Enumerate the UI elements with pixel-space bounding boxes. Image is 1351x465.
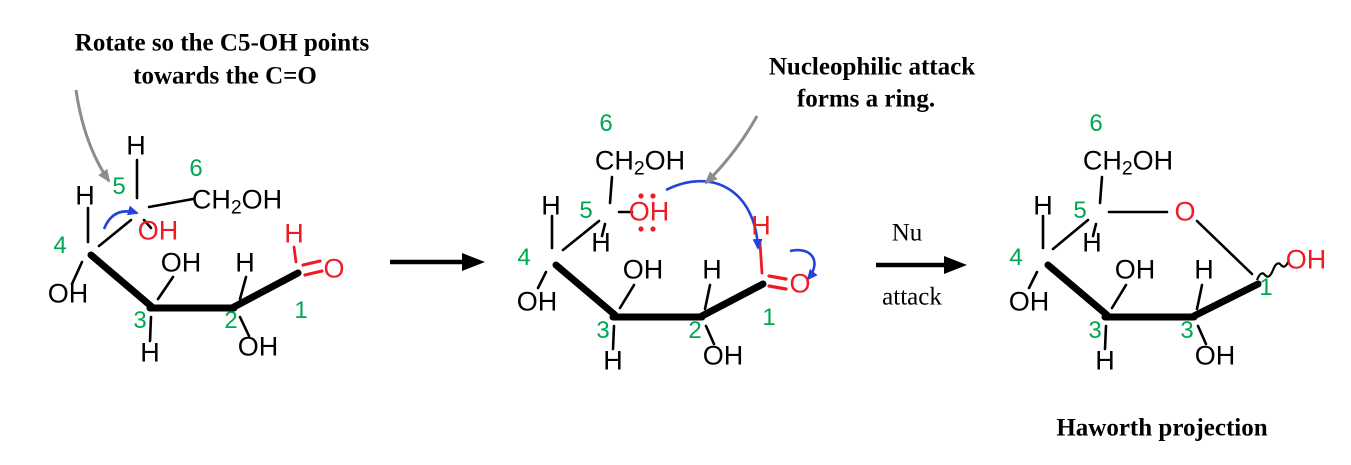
m1-ch2oh-ch: CH xyxy=(191,184,231,215)
m2-c3-h-bottom-label: H xyxy=(603,345,623,376)
m1-c4-h-top-label: H xyxy=(75,180,95,211)
m1-carbon-number-1: 1 xyxy=(294,297,308,324)
m1-carbon-number-4: 4 xyxy=(53,232,67,259)
m2-c4-h-top-label: H xyxy=(541,190,561,221)
m3-carbon-number-4: 4 xyxy=(1009,244,1023,271)
m1-ch2oh-oh: OH xyxy=(241,184,283,215)
m3-ch2oh-ch: CH xyxy=(1082,145,1122,176)
m3-c4-oh-bottom-label: OH xyxy=(1008,286,1050,317)
m1-c5-h-top-label: H xyxy=(126,130,146,161)
anomeric-wavy-bond xyxy=(1255,259,1291,281)
m3-anomeric-oh-label: OH xyxy=(1285,244,1327,275)
rotation-arrow xyxy=(102,205,139,230)
m2-carbon-number-3: 3 xyxy=(596,317,610,344)
m3-carbon-number-5: 5 xyxy=(1073,197,1087,224)
m2-carbon-number-4: 4 xyxy=(517,244,531,271)
m1-c3-oh-top-label: OH xyxy=(160,247,202,278)
m2-c3-oh-top-label: OH xyxy=(622,254,664,285)
haworth-caption: Haworth projection xyxy=(1056,414,1268,442)
rotate-annotation-line1: Rotate so the C5-OH points xyxy=(74,29,370,57)
annotation-arrow-rotate xyxy=(74,89,111,183)
m2-carbon-number-1: 1 xyxy=(762,304,776,331)
lone-pair-dots xyxy=(638,193,656,232)
m3-c2-h-top-label: H xyxy=(1194,254,1214,285)
m3-c3-h-bottom-label: H xyxy=(1095,345,1115,376)
m2-c5-oh-label: OH xyxy=(628,196,670,227)
m2-ch2oh-oh: OH xyxy=(644,145,686,176)
m1-aldehyde-o-label: O xyxy=(323,253,345,284)
nucleophilic-attack-arrow xyxy=(665,179,763,250)
m2-ch2oh-subscript: 2 xyxy=(633,157,645,180)
rotate-annotation-line2: towards the C=O xyxy=(133,62,317,90)
m1-c5-oh-label: OH xyxy=(137,215,179,246)
m1-ch2oh-label: CH2OH xyxy=(191,184,283,218)
nu-label: Nu xyxy=(891,219,923,247)
m2-carbon-number-5: 5 xyxy=(579,197,593,224)
pi-electron-arrow xyxy=(789,248,818,281)
m3-carbon-number-3: 3 xyxy=(1088,317,1102,344)
m3-c5-h-bottom-label: H xyxy=(1082,227,1102,258)
m3-ch2oh-oh: OH xyxy=(1132,145,1174,176)
m1-c3-h-bottom-label: H xyxy=(140,337,160,368)
nucleophilic-annotation-line2: forms a ring. xyxy=(796,85,936,113)
m2-carbon-number-6: 6 xyxy=(599,110,613,137)
m2-aldehyde-o-label: O xyxy=(789,268,811,299)
m2-aldehyde-h-label: H xyxy=(751,210,771,241)
attack-label: attack xyxy=(882,283,942,311)
m3-carbon-number-6: 6 xyxy=(1089,110,1103,137)
m1-carbon-number-6: 6 xyxy=(189,155,203,182)
m3-ch2oh-subscript: 2 xyxy=(1121,157,1133,180)
m1-carbon-number-3: 3 xyxy=(133,307,147,334)
m1-carbon-number-2: 2 xyxy=(224,307,238,334)
m1-c2-h-top-label: H xyxy=(235,247,255,278)
m3-carbon-number-2: 3 xyxy=(1180,317,1194,344)
m2-c5-h-bottom-label: H xyxy=(591,227,611,258)
m2-c2-oh-bottom-label: OH xyxy=(702,340,744,371)
m2-c4-oh-bottom-label: OH xyxy=(516,286,558,317)
m3-c3-oh-top-label: OH xyxy=(1114,254,1156,285)
m2-carbon-number-2: 2 xyxy=(688,317,702,344)
m1-carbon-number-5: 5 xyxy=(112,173,126,200)
m3-ch2oh-label: CH2OH xyxy=(1082,145,1174,179)
m1-c4-oh-bottom-label: OH xyxy=(47,278,89,309)
m1-bonds xyxy=(70,158,324,343)
m3-carbon-number-1: 1 xyxy=(1259,274,1273,301)
m2-ch2oh-label: CH2OH xyxy=(594,145,686,179)
m1-c2-oh-bottom-label: OH xyxy=(237,331,279,362)
m3-c4-h-top-label: H xyxy=(1033,190,1053,221)
m2-c2-h-top-label: H xyxy=(702,254,722,285)
m1-aldehyde-h-label: H xyxy=(284,218,304,249)
m3-c2-oh-bottom-label: OH xyxy=(1194,340,1236,371)
m2-bonds xyxy=(536,175,788,351)
m2-ch2oh-ch: CH xyxy=(594,145,634,176)
m1-ch2oh-subscript: 2 xyxy=(230,196,242,219)
m3-bonds xyxy=(1027,175,1291,351)
nucleophilic-annotation-line1: Nucleophilic attack xyxy=(768,53,976,81)
annotation-arrow-attack xyxy=(704,115,759,185)
m3-ring-oxygen-label: O xyxy=(1174,196,1196,227)
